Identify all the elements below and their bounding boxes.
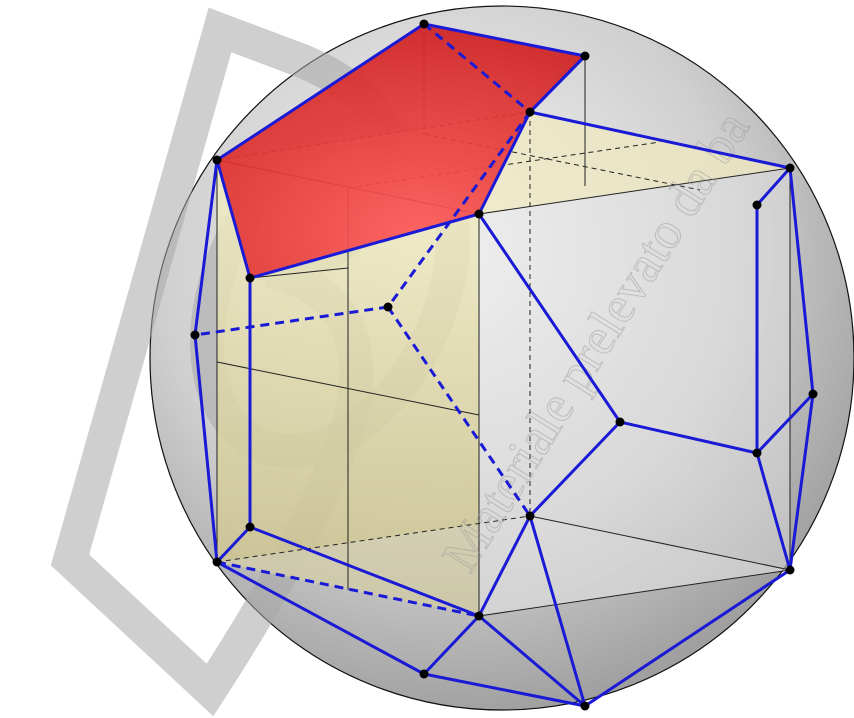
vertex <box>808 389 818 399</box>
vertex <box>474 611 484 621</box>
box-right-face <box>479 168 790 616</box>
highlighted-pentagon-face <box>217 24 585 278</box>
vertex <box>580 51 590 61</box>
vertex <box>615 417 625 427</box>
vertex <box>383 302 393 312</box>
hidden-edges <box>194 22 532 618</box>
vertex <box>580 701 590 711</box>
vertex <box>245 522 255 532</box>
vertex <box>752 448 762 458</box>
vertex <box>190 330 200 340</box>
vertex <box>525 107 535 117</box>
vertex <box>212 557 222 567</box>
vertex <box>419 19 429 29</box>
vertex <box>245 273 255 283</box>
vertex <box>419 669 429 679</box>
vertex <box>525 511 535 521</box>
vertex <box>212 155 222 165</box>
inner-box <box>216 24 791 617</box>
vertices <box>190 19 818 711</box>
vertex <box>474 209 484 219</box>
vertex <box>752 200 762 210</box>
vertex <box>785 565 795 575</box>
vertex <box>785 163 795 173</box>
